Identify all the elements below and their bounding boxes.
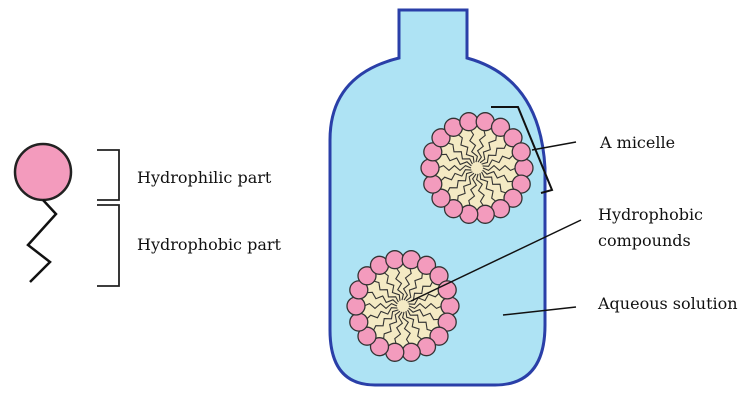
surfactant-head [350,313,368,331]
surfactant-head [512,143,530,161]
surfactant-head [402,343,420,361]
surfactant-head [386,251,404,269]
surfactant-head [515,159,533,177]
hydrophobic-tail [28,200,56,282]
hydrophilic-bracket [97,150,119,200]
hydrophobic-label: Hydrophobic part [137,235,282,254]
compounds-label-line1: Hydrophobic [598,205,703,224]
micelle-label: A micelle [599,133,675,152]
micelle-lower [347,251,459,362]
surfactant-head [347,297,365,315]
hydrophobic-bracket [97,205,119,286]
hydrophilic-head [15,144,71,200]
compounds-label-line2: compounds [598,231,691,250]
hydrophilic-label: Hydrophilic part [137,168,272,187]
surfactant-head [421,159,439,177]
surfactant-head [441,297,459,315]
micelle-upper [421,113,533,224]
surfactant-head [460,113,478,131]
surfactant-molecule [15,144,71,282]
aqueous-label: Aqueous solution [597,294,738,313]
surfactant-head [476,205,494,223]
surfactant-head [424,175,442,193]
